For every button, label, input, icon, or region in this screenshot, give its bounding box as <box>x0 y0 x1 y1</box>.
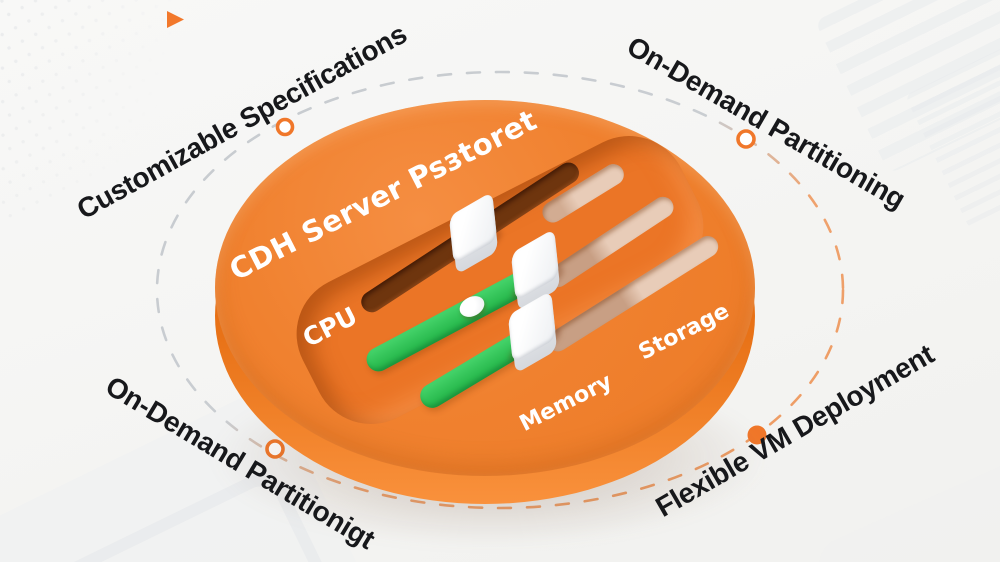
triangle-marker-icon <box>167 11 184 28</box>
orbit-ellipse <box>155 70 845 510</box>
orbit-ring-marker-bottom-left <box>265 439 285 459</box>
orbit-dot-marker-bottom-right <box>747 425 767 445</box>
slider-cube-knob-2[interactable] <box>507 228 569 312</box>
orbit-ring-marker-top-right <box>736 129 756 149</box>
slider-cube-knob-3[interactable] <box>504 290 566 374</box>
orbit-ring-marker-top-left <box>275 117 295 137</box>
slider-cube-knob-1[interactable] <box>445 191 507 275</box>
